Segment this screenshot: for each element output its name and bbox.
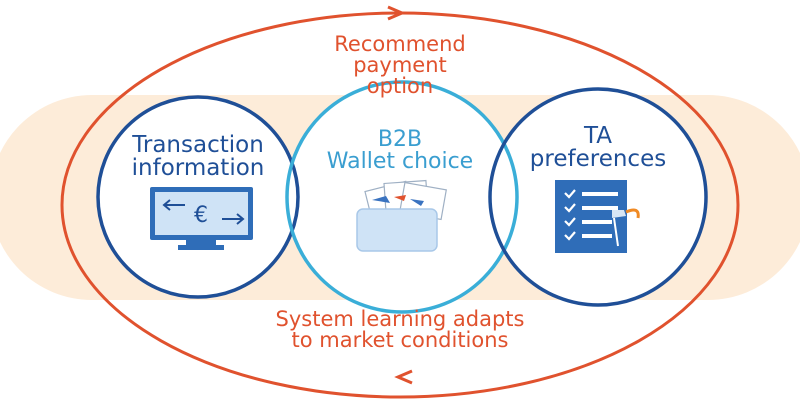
loop-bottom-line-1: System learning adapts xyxy=(275,307,525,331)
loop-arrow-bottom xyxy=(394,369,413,385)
loop-top-line-2: payment xyxy=(353,53,447,77)
loop-arrow-top xyxy=(387,5,406,21)
loop-top-line-3: option xyxy=(366,74,434,98)
circle-transaction xyxy=(96,95,300,299)
loop-bottom-line-2: to market conditions xyxy=(291,328,509,352)
euro-symbol: € xyxy=(194,203,208,228)
ta-title-line-2: preferences xyxy=(529,146,667,172)
loop-top-label: Recommend payment option xyxy=(300,34,500,97)
wallet-cards-icon xyxy=(356,179,447,252)
monitor-euro-icon: € xyxy=(150,187,253,250)
circle-transaction-title: Transaction information xyxy=(118,134,278,180)
transaction-title-line-2: information xyxy=(131,155,265,181)
checklist-icon xyxy=(555,180,640,253)
transaction-title-line-1: Transaction xyxy=(132,132,264,158)
ta-title-line-1: TA xyxy=(584,123,612,149)
loop-top-line-1: Recommend xyxy=(334,32,466,56)
circle-ta-title: TA preferences xyxy=(528,125,668,171)
circle-wallet xyxy=(285,80,519,314)
circle-ta xyxy=(488,87,708,307)
wallet-title-line-2: Wallet choice xyxy=(326,149,474,174)
circle-wallet-title: B2B Wallet choice xyxy=(310,129,490,173)
loop-bottom-label: System learning adapts to market conditi… xyxy=(230,309,570,351)
wallet-title-line-1: B2B xyxy=(377,127,423,152)
